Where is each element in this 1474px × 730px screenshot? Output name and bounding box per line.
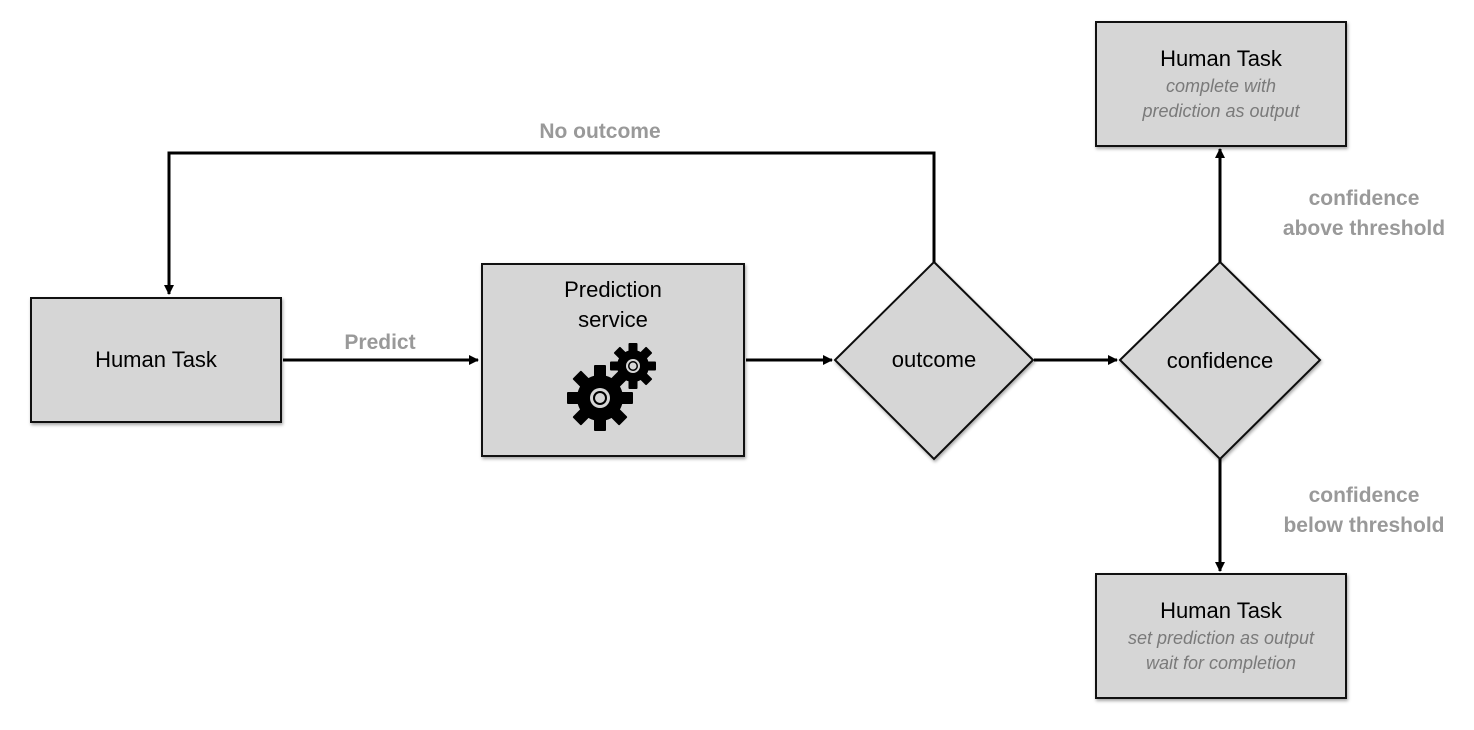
human-task-complete-title: Human Task [1160, 46, 1282, 71]
no-outcome-loop-arrow [164, 151, 936, 295]
prediction-service-title-line2: service [578, 307, 648, 332]
below-threshold-edge-label: confidence below threshold [1262, 481, 1466, 541]
human-task-start-title: Human Task [95, 347, 217, 372]
prediction-service-node: Prediction service [481, 263, 745, 457]
human-task-wait-desc-line1: set prediction as output [1127, 628, 1315, 648]
human-task-complete-node: Human Task complete with prediction as o… [1095, 21, 1347, 147]
prediction-service-title-line1: Prediction [564, 277, 662, 302]
human-task-complete-desc-line1: complete with [1165, 76, 1277, 96]
above-threshold-edge-label: confidence above threshold [1262, 184, 1466, 244]
above-threshold-label-line1: confidence [1308, 187, 1420, 210]
human-task-wait-node: Human Task set prediction as output wait… [1095, 573, 1347, 699]
human-task-wait-title: Human Task [1160, 598, 1282, 623]
human-task-start-node: Human Task [30, 297, 282, 423]
below-threshold-label-line2: below threshold [1283, 514, 1445, 537]
below-threshold-label-line1: confidence [1308, 484, 1420, 507]
human-task-wait-desc-line2: wait for completion [1145, 653, 1297, 673]
outcome-decision-label: outcome [891, 347, 977, 372]
human-task-complete-desc-line2: prediction as output [1142, 101, 1300, 121]
outcome-decision-diamond [833, 260, 1035, 461]
confidence-decision-label: confidence [1166, 348, 1274, 373]
gears-icon [567, 343, 656, 431]
no-outcome-edge-label: No outcome [539, 120, 661, 143]
above-threshold-label-line2: above threshold [1282, 217, 1446, 240]
predict-edge-label: Predict [344, 331, 416, 354]
